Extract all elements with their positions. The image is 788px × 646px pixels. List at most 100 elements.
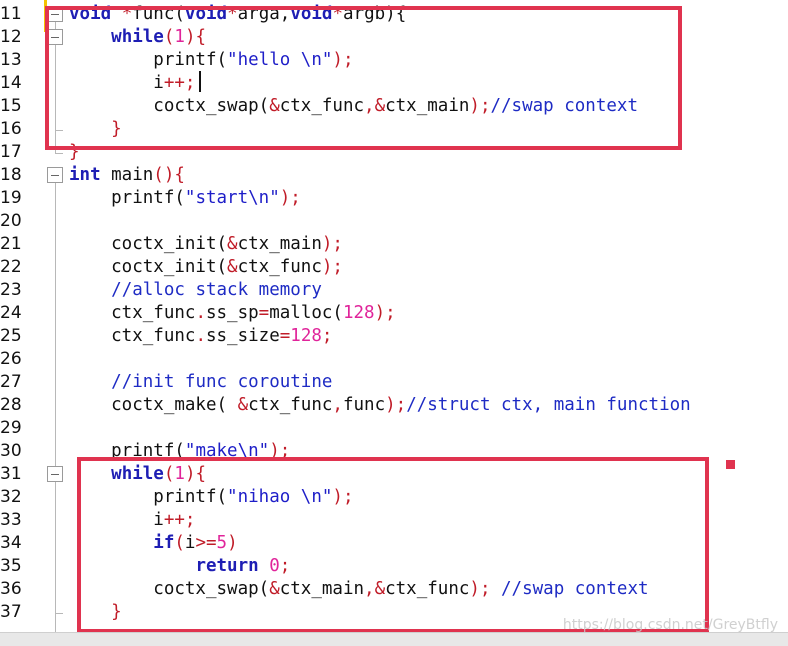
code-text: printf("hello \n");: [69, 49, 353, 72]
code-token: 0: [269, 556, 280, 576]
code-token: ctx_func: [279, 96, 365, 116]
code-line[interactable]: 29: [0, 417, 788, 440]
code-text: ctx_func.ss_size=128;: [69, 325, 332, 348]
watermark: https://blog.csdn.net/GreyBtfly: [562, 617, 778, 633]
code-token: ctx_func: [69, 326, 196, 346]
code-token: //init func coroutine: [111, 372, 333, 392]
code-token: .: [195, 303, 206, 323]
line-number: 21: [0, 234, 22, 254]
code-token: &: [269, 96, 280, 116]
code-line[interactable]: 13 printf("hello \n");: [0, 49, 788, 72]
code-token: if: [153, 533, 175, 553]
code-text: while(1){: [69, 26, 206, 49]
highlight-box-main-loop: [77, 457, 709, 632]
code-token: //alloc stack memory: [111, 280, 322, 300]
code-token: i: [184, 533, 196, 553]
line-number-gutter: [0, 0, 44, 632]
code-line[interactable]: 16 }: [0, 118, 788, 141]
code-text: }: [69, 601, 122, 624]
horizontal-scrollbar[interactable]: [0, 632, 788, 646]
code-token: ctx_main: [385, 96, 470, 116]
code-line[interactable]: 28 coctx_make( &ctx_func,func);//struct …: [0, 394, 788, 417]
code-token: main: [100, 165, 154, 185]
code-token: );: [321, 234, 343, 254]
code-token: ctx_func: [248, 395, 333, 415]
code-line[interactable]: 22 coctx_init(&ctx_func);: [0, 256, 788, 279]
code-text: coctx_init(&ctx_main);: [69, 233, 343, 256]
red-marker-dot: [726, 460, 735, 469]
code-line[interactable]: 37 }: [0, 601, 788, 624]
code-token: 1: [174, 464, 185, 484]
line-number: 15: [0, 96, 22, 116]
code-line[interactable]: 34 if(i>=5): [0, 532, 788, 555]
line-number: 17: [0, 142, 22, 162]
line-number: 27: [0, 372, 22, 392]
code-line[interactable]: 14 i++;: [0, 72, 788, 95]
code-token: return: [195, 556, 259, 576]
code-line[interactable]: 23 //alloc stack memory: [0, 279, 788, 302]
code-line[interactable]: 15 coctx_swap(&ctx_func,&ctx_main);//swa…: [0, 95, 788, 118]
code-token: ++;: [163, 73, 196, 93]
code-token: }: [111, 119, 122, 139]
line-number: 16: [0, 119, 22, 139]
code-line[interactable]: 32 printf("nihao \n");: [0, 486, 788, 509]
code-line[interactable]: 31 while(1){: [0, 463, 788, 486]
fold-toggle-main[interactable]: [47, 167, 63, 183]
fold-guide: [55, 22, 56, 154]
code-token: *: [227, 4, 238, 24]
code-text: printf("start\n");: [69, 187, 301, 210]
code-text: i++;: [69, 72, 195, 95]
code-text: }: [69, 118, 122, 141]
fold-toggle-while-2[interactable]: [47, 466, 63, 482]
code-line[interactable]: 12 while(1){: [0, 26, 788, 49]
line-number: 18: [0, 165, 22, 185]
text-caret: [199, 71, 201, 92]
code-token: i: [69, 510, 164, 530]
line-number: 11: [0, 4, 22, 24]
fold-guide: [55, 183, 56, 632]
code-line[interactable]: 35 return 0;: [0, 555, 788, 578]
code-line[interactable]: 25 ctx_func.ss_size=128;: [0, 325, 788, 348]
fold-end-tick: [55, 153, 63, 154]
code-token: ss_size: [205, 326, 280, 346]
code-text: coctx_swap(&ctx_main,&ctx_func); //swap …: [69, 578, 649, 601]
code-text: //alloc stack memory: [69, 279, 322, 302]
code-line[interactable]: 17}: [0, 141, 788, 164]
code-token: &: [227, 234, 238, 254]
fold-end-tick: [55, 130, 63, 131]
code-token: );: [469, 96, 491, 116]
code-token: );: [385, 395, 407, 415]
code-token: (: [163, 27, 175, 47]
code-line[interactable]: 21 coctx_init(&ctx_main);: [0, 233, 788, 256]
code-token: //struct ctx, main function: [406, 395, 691, 415]
code-token: }: [69, 142, 80, 162]
code-text: //init func coroutine: [69, 371, 332, 394]
code-line[interactable]: 20: [0, 210, 788, 233]
code-line[interactable]: 19 printf("start\n");: [0, 187, 788, 210]
code-line[interactable]: 26: [0, 348, 788, 371]
code-line[interactable]: 33 i++;: [0, 509, 788, 532]
code-line[interactable]: 24 ctx_func.ss_sp=malloc(128);: [0, 302, 788, 325]
code-token: printf(: [69, 50, 228, 70]
line-number: 29: [0, 418, 22, 438]
code-token: ){: [184, 27, 207, 47]
code-token: (){: [153, 165, 185, 185]
line-number: 28: [0, 395, 22, 415]
code-line[interactable]: 27 //init func coroutine: [0, 371, 788, 394]
code-text: i++;: [69, 509, 195, 532]
code-token: ,: [332, 395, 343, 415]
code-token: ss_sp: [205, 303, 259, 323]
code-line[interactable]: 30 printf("make\n");: [0, 440, 788, 463]
code-token: ,&: [364, 96, 386, 116]
line-number: 26: [0, 349, 22, 369]
code-text: coctx_make( &ctx_func,func);//struct ctx…: [69, 394, 691, 417]
code-line[interactable]: 36 coctx_swap(&ctx_main,&ctx_func); //sw…: [0, 578, 788, 601]
code-token: func: [342, 395, 386, 415]
code-token: //swap context: [490, 579, 649, 599]
code-token: "hello \n": [227, 50, 333, 70]
line-number: 33: [0, 510, 22, 530]
line-number: 24: [0, 303, 22, 323]
code-token: 128: [342, 303, 375, 323]
